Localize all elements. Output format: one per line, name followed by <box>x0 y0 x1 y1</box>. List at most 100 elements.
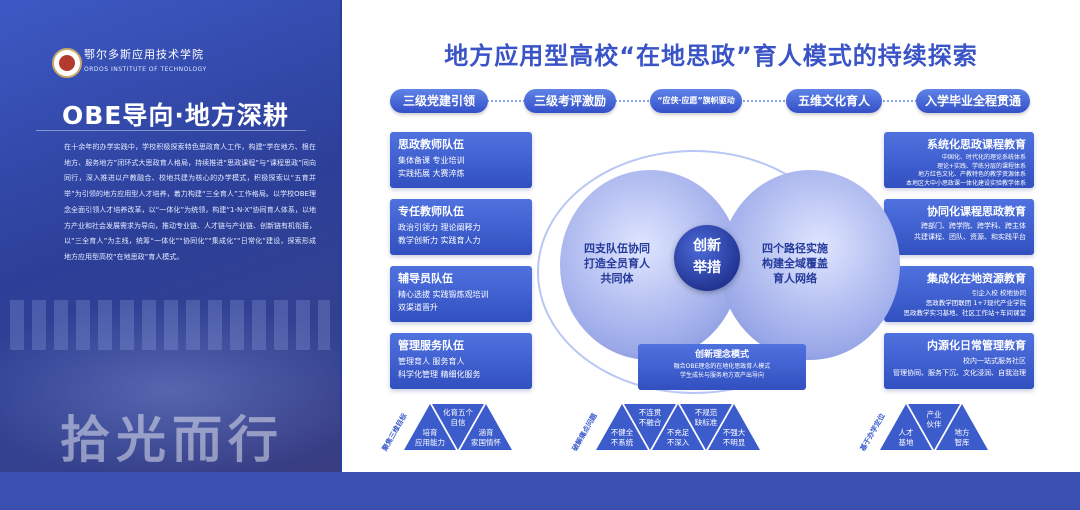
card-title: 专任教师队伍 <box>398 205 464 218</box>
card-line: 管理育人 服务育人 <box>398 357 465 366</box>
tri-line: 不融合 <box>638 418 662 427</box>
top-button-1: 三级党建引领 <box>390 89 488 113</box>
card-body: 校内一站式服务社区 管理协同、服务下沉、文化浸润、自我治理 <box>893 355 1026 379</box>
card-line: 精心选拔 实践锻炼观培训 <box>398 290 489 299</box>
top-button-3: “应侠·应愿”旗帜驱动 <box>650 89 742 113</box>
card-title: 辅导员队伍 <box>398 272 453 285</box>
triangle-text: 不健全 不系统 <box>596 428 648 448</box>
tri-line: 伙伴 <box>926 420 942 429</box>
circle-line: 构建全域覆盖 <box>762 257 828 270</box>
card-line: 思政教学团联团 1+7现代产业学院 <box>925 299 1026 307</box>
triangle <box>708 404 760 450</box>
top-button-2: 三级考评激励 <box>524 89 616 113</box>
bottom-strip <box>0 472 1080 510</box>
card-line: 校内一站式服务社区 <box>963 357 1026 365</box>
tri-line: 培育 <box>422 428 438 437</box>
card-ideology-teachers: 思政教师队伍 集体备课 专业培训 实践拓展 大赛淬炼 <box>390 132 532 188</box>
card-specialist-teachers: 专任教师队伍 政治引领力 理论阐释力 教学创新力 实践育人力 <box>390 199 532 255</box>
card-integrated-resources: 集成化在地资源教育 引企入校 校地协同 思政教学团联团 1+7现代产业学院 思政… <box>884 266 1034 322</box>
card-title: 协同化课程思政教育 <box>927 205 1026 218</box>
left-glow <box>0 300 340 480</box>
circle-line: 打造全员育人 <box>584 257 650 270</box>
card-systematic-course: 系统化思政课程教育 中国化、时代化的理论系统体系 理论+实践、学练分层的课程体系… <box>884 132 1034 188</box>
innovation-line: 学生成长与服务地方双产出导向 <box>679 372 764 379</box>
circle-line: 四支队伍协同 <box>584 242 650 255</box>
card-line: 管理协同、服务下沉、文化浸润、自我治理 <box>893 369 1026 377</box>
top-button-4: 五维文化育人 <box>786 89 882 113</box>
triangle <box>936 404 988 450</box>
card-line: 思政教学实习基地、社区工作站+车间课堂 <box>903 309 1026 317</box>
tri-line: 缺标准 <box>694 418 718 427</box>
tri-line: 基地 <box>898 438 914 447</box>
tri-line: 智库 <box>954 438 970 447</box>
triangle-text: 不连贯 不融合 <box>624 408 676 428</box>
tri-line: 不规范 <box>694 408 718 417</box>
card-line: 共建课程、团队、资源、和实践平台 <box>914 233 1026 241</box>
card-body: 政治引领力 理论阐释力 教学创新力 实践育人力 <box>398 221 481 247</box>
card-counselors: 辅导员队伍 精心选拔 实践锻炼观培训 双渠道晋升 <box>390 266 532 322</box>
triangle-text: 不强大 不明显 <box>708 428 760 448</box>
center-line: 创新 <box>693 238 721 254</box>
card-title: 集成化在地资源教育 <box>927 272 1026 285</box>
card-title: 系统化思政课程教育 <box>927 138 1026 151</box>
tri-line: 不深入 <box>666 438 690 447</box>
triangle-text: 地方 智库 <box>936 428 988 448</box>
innovation-box: 创新理念模式 融合OBE理念的在地化思政育人模式 学生成长与服务地方双产出导向 <box>638 344 806 390</box>
tri-line: 人才 <box>898 428 914 437</box>
card-line: 跨部门、跨学院、跨学科、跨主体 <box>921 222 1026 230</box>
innovation-title: 创新理念模式 <box>694 350 749 360</box>
org-name-en: ORDOS INSTITUTE OF TECHNOLOGY <box>84 66 207 73</box>
tri-line: 不明显 <box>722 438 746 447</box>
right-circle-text: 四个路径实施 构建全域覆盖 育人网络 <box>750 241 840 286</box>
triangle-text: 涵育 家国情怀 <box>460 428 512 448</box>
card-body: 引企入校 校地协同 思政教学团联团 1+7现代产业学院 思政教学实习基地、社区工… <box>904 288 1026 318</box>
left-title: OBE导向·地方深耕 <box>62 101 289 130</box>
triangle-text: 化育五个 自信 <box>432 408 484 428</box>
innovation-body: 融合OBE理念的在地化思政育人模式 学生成长与服务地方双产出导向 <box>638 362 806 380</box>
tri-line: 不充足 <box>666 428 690 437</box>
card-line: 实践拓展 大赛淬炼 <box>398 169 465 178</box>
triangle-text: 人才 基地 <box>880 428 932 448</box>
center-circle <box>674 225 740 291</box>
tri-line: 地方 <box>954 428 970 437</box>
school-logo-icon <box>52 48 82 78</box>
calligraphy-text: 拾光而行 <box>60 410 284 469</box>
tri-line: 化育五个 <box>443 408 473 417</box>
divider <box>36 130 306 131</box>
card-title: 管理服务队伍 <box>398 339 464 352</box>
tri-line: 不连贯 <box>638 408 662 417</box>
intro-paragraph: 在十余年的办学实践中，学校积极探索特色思政育人工作，构建“学在地方、根在地方、服… <box>64 143 316 261</box>
card-line: 政治引领力 理论阐释力 <box>398 223 481 232</box>
card-body: 管理育人 服务育人 科学化管理 精细化服务 <box>398 355 481 381</box>
main-title: 地方应用型高校“在地思政”育人模式的持续探索 <box>444 42 978 70</box>
tri-line: 不系统 <box>610 438 634 447</box>
card-body: 集体备课 专业培训 实践拓展 大赛淬炼 <box>398 154 465 180</box>
tri-line: 产业 <box>926 410 942 419</box>
card-line: 地方红色文化、产教特色的教学资源体系 <box>917 171 1026 178</box>
card-management-staff: 管理服务队伍 管理育人 服务育人 科学化管理 精细化服务 <box>390 333 532 389</box>
card-body: 跨部门、跨学院、跨学科、跨主体 共建课程、团队、资源、和实践平台 <box>914 221 1026 243</box>
card-line: 理论+实践、学练分层的课程体系 <box>936 162 1026 170</box>
circle-line: 育人网络 <box>773 272 817 285</box>
left-panel: 鄂尔多斯应用技术学院 ORDOS INSTITUTE OF TECHNOLOGY… <box>0 0 340 510</box>
org-name-cn: 鄂尔多斯应用技术学院 <box>84 48 204 61</box>
card-body: 精心选拔 实践锻炼观培训 双渠道晋升 <box>398 288 489 314</box>
card-body: 中国化、时代化的理论系统体系 理论+实践、学练分层的课程体系 地方红色文化、产教… <box>906 154 1026 188</box>
card-line: 教学创新力 实践育人力 <box>398 236 481 245</box>
card-line: 集体备课 专业培训 <box>398 156 465 165</box>
card-line: 引企入校 校地协同 <box>971 289 1026 297</box>
card-line: 双渠道晋升 <box>398 303 438 312</box>
tri-line: 应用能力 <box>415 438 445 447</box>
tri-line: 不健全 <box>610 428 634 437</box>
innovation-line: 融合OBE理念的在地化思政育人模式 <box>673 363 771 370</box>
top-button-5: 入学毕业全程贯通 <box>916 89 1030 113</box>
tri-line: 自信 <box>450 418 466 427</box>
tri-line: 不强大 <box>722 428 746 437</box>
center-label: 创新 举措 <box>674 235 740 279</box>
card-collaborative-course: 协同化课程思政教育 跨部门、跨学院、跨学科、跨主体 共建课程、团队、资源、和实践… <box>884 199 1034 255</box>
triangle-text: 产业 伙伴 <box>908 410 960 430</box>
card-line: 中国化、时代化的理论系统体系 <box>941 154 1026 161</box>
triangle-text: 不规范 缺标准 <box>680 408 732 428</box>
card-line: 科学化管理 精细化服务 <box>398 370 481 379</box>
triangle-text: 不充足 不深入 <box>652 428 704 448</box>
